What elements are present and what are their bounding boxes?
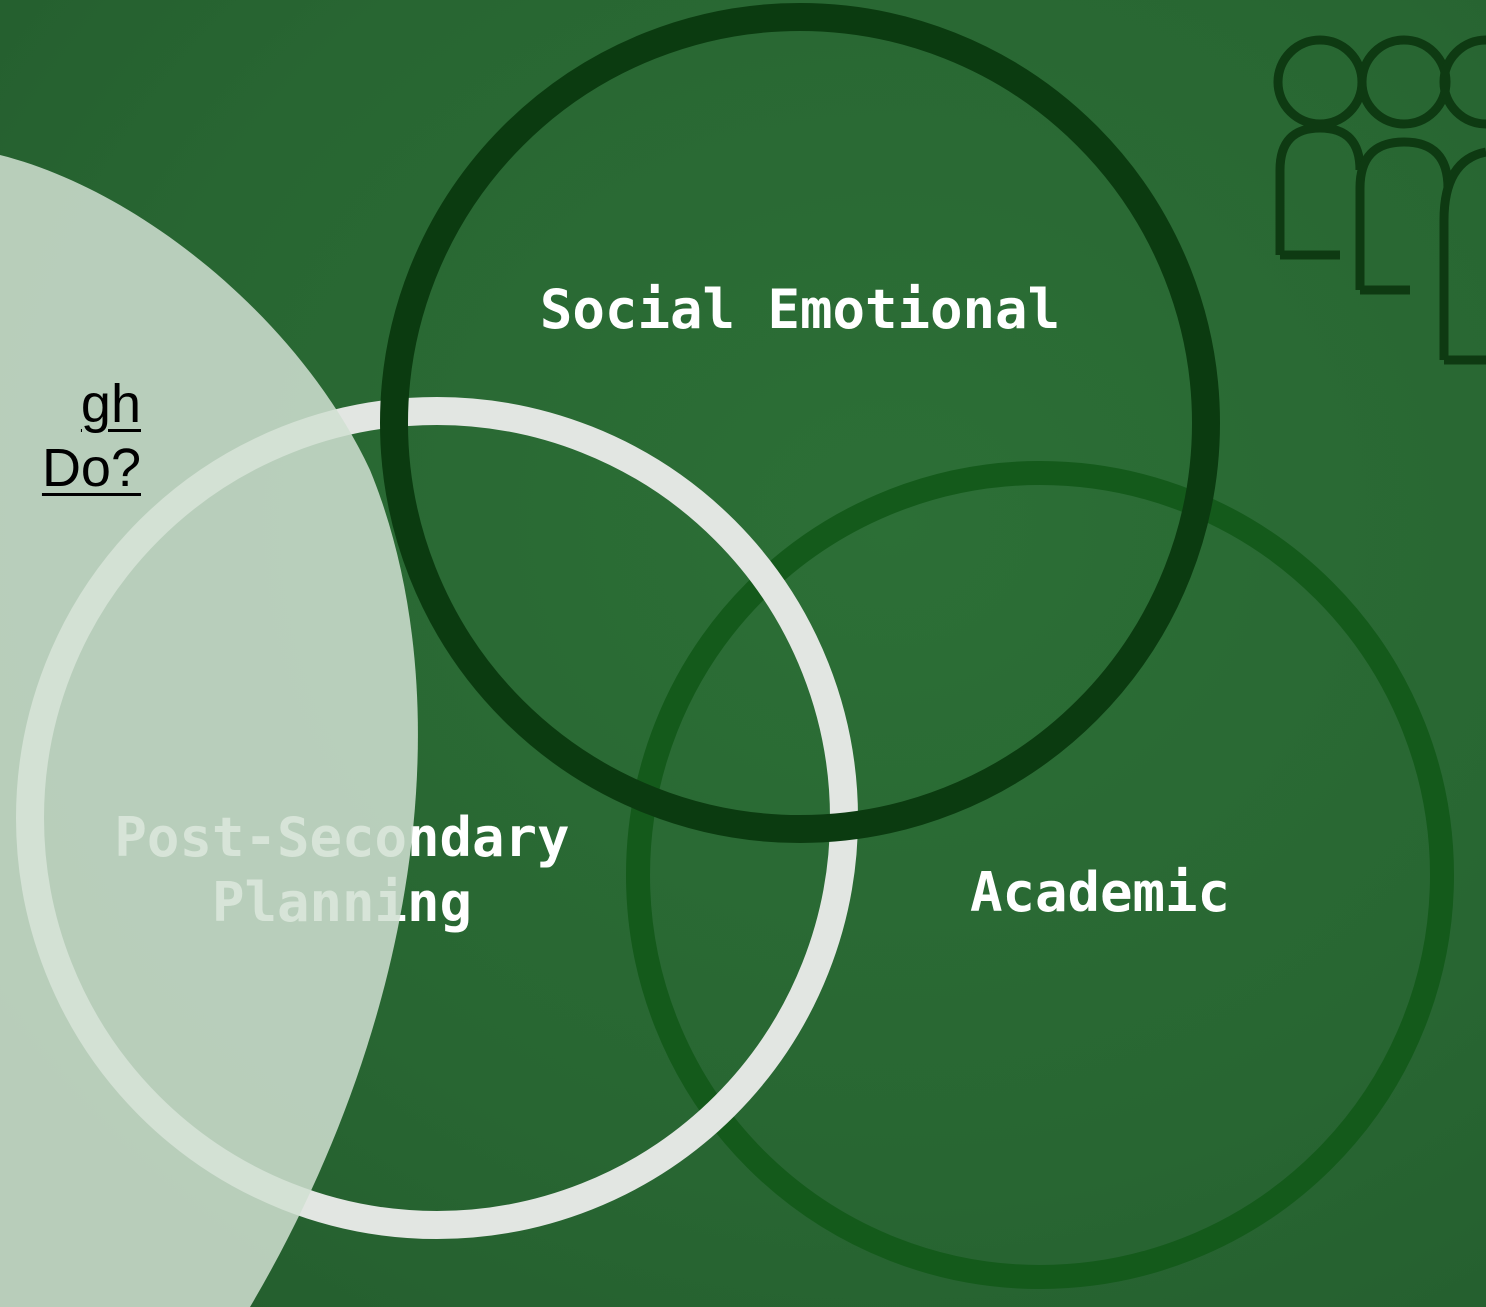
academic-label: Academic (970, 861, 1230, 924)
left-overlay-shape (0, 155, 418, 1307)
social-emotional-label: Social Emotional (540, 278, 1060, 341)
academic-circle (626, 461, 1454, 1289)
slide-title: gh Do? (0, 372, 141, 500)
title-line-1: gh (80, 374, 141, 434)
title-line-2: Do? (41, 438, 141, 498)
people-group-icon (1273, 35, 1486, 365)
social-emotional-circle (380, 3, 1220, 843)
